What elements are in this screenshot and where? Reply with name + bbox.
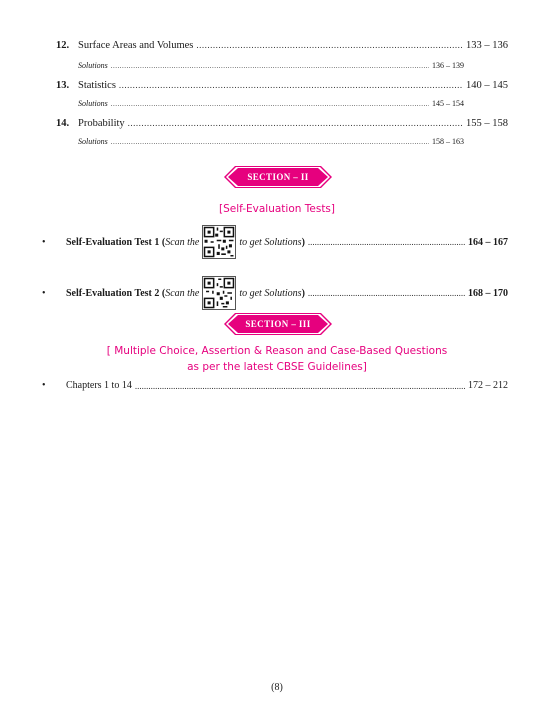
leader-dots — [308, 237, 465, 247]
solutions-pages: 145 – 154 — [432, 99, 464, 108]
leader-dots — [135, 381, 465, 391]
toc-chapter-13: 13. Statistics 140 – 145 — [56, 80, 508, 91]
test-pages: 168 – 170 — [468, 287, 508, 299]
leader-dots — [111, 100, 429, 108]
chapter-number: 14. — [56, 118, 70, 129]
section-2-heading: [Self-Evaluation Tests] — [218, 203, 336, 215]
section-3-heading-line-1: [ Multiple Choice, Assertion & Reason an… — [106, 345, 448, 357]
item-pages: 172 – 212 — [468, 380, 508, 391]
toc-chapter-12: 12. Surface Areas and Volumes 133 – 136 — [56, 40, 508, 51]
solutions-label: Solutions — [78, 137, 108, 146]
close-paren: ) — [301, 287, 305, 299]
solutions-text: to get Solutions — [239, 287, 302, 299]
bullet: • — [42, 236, 46, 248]
test-pages: 164 – 167 — [468, 236, 508, 248]
chapter-pages: 155 – 158 — [466, 118, 508, 129]
qr-code-icon[interactable] — [202, 225, 237, 259]
toc-solutions-12: Solutions 136 – 139 — [78, 61, 464, 70]
toc-solutions-13: Solutions 145 – 154 — [78, 99, 464, 108]
chapter-number: 12. — [56, 40, 70, 51]
toc-chapter-14: 14. Probability 155 – 158 — [56, 118, 508, 129]
chapter-title: Surface Areas and Volumes — [78, 40, 194, 51]
solutions-pages: 136 – 139 — [432, 61, 464, 70]
solutions-label: Solutions — [78, 99, 108, 108]
toc-solutions-14: Solutions 158 – 163 — [78, 137, 464, 146]
self-eval-test-1: • Self-Evaluation Test 1 ( Scan the to g… — [42, 225, 508, 259]
leader-dots — [128, 118, 463, 128]
bullet: • — [42, 380, 46, 391]
close-paren: ) — [301, 236, 305, 248]
bullet: • — [42, 287, 46, 299]
qr-code-icon[interactable] — [202, 276, 237, 310]
solutions-label: Solutions — [78, 61, 108, 70]
leader-dots — [111, 138, 429, 146]
scan-text: Scan the — [165, 287, 200, 299]
test-title: Self-Evaluation Test 2 ( — [66, 287, 166, 299]
scan-text: Scan the — [165, 236, 200, 248]
section-2-banner: SECTION – II — [228, 168, 328, 186]
solutions-pages: 158 – 163 — [432, 137, 464, 146]
test-title: Self-Evaluation Test 1 ( — [66, 236, 166, 248]
chapters-item: • Chapters 1 to 14 172 – 212 — [42, 380, 508, 391]
chapter-number: 13. — [56, 80, 70, 91]
leader-dots — [111, 62, 429, 70]
chapter-title: Statistics — [78, 80, 116, 91]
page-number: (8) — [271, 682, 283, 693]
item-title: Chapters 1 to 14 — [66, 380, 132, 391]
leader-dots — [308, 288, 465, 298]
chapter-pages: 133 – 136 — [466, 40, 508, 51]
chapter-pages: 140 – 145 — [466, 80, 508, 91]
leader-dots — [196, 40, 463, 50]
leader-dots — [119, 80, 463, 90]
solutions-text: to get Solutions — [239, 236, 302, 248]
section-3-banner: SECTION – III — [228, 315, 328, 333]
section-3-heading-line-2: as per the latest CBSE Guidelines] — [187, 361, 367, 373]
self-eval-test-2: • Self-Evaluation Test 2 ( Scan the to g… — [42, 276, 508, 310]
chapter-title: Probability — [78, 118, 125, 129]
